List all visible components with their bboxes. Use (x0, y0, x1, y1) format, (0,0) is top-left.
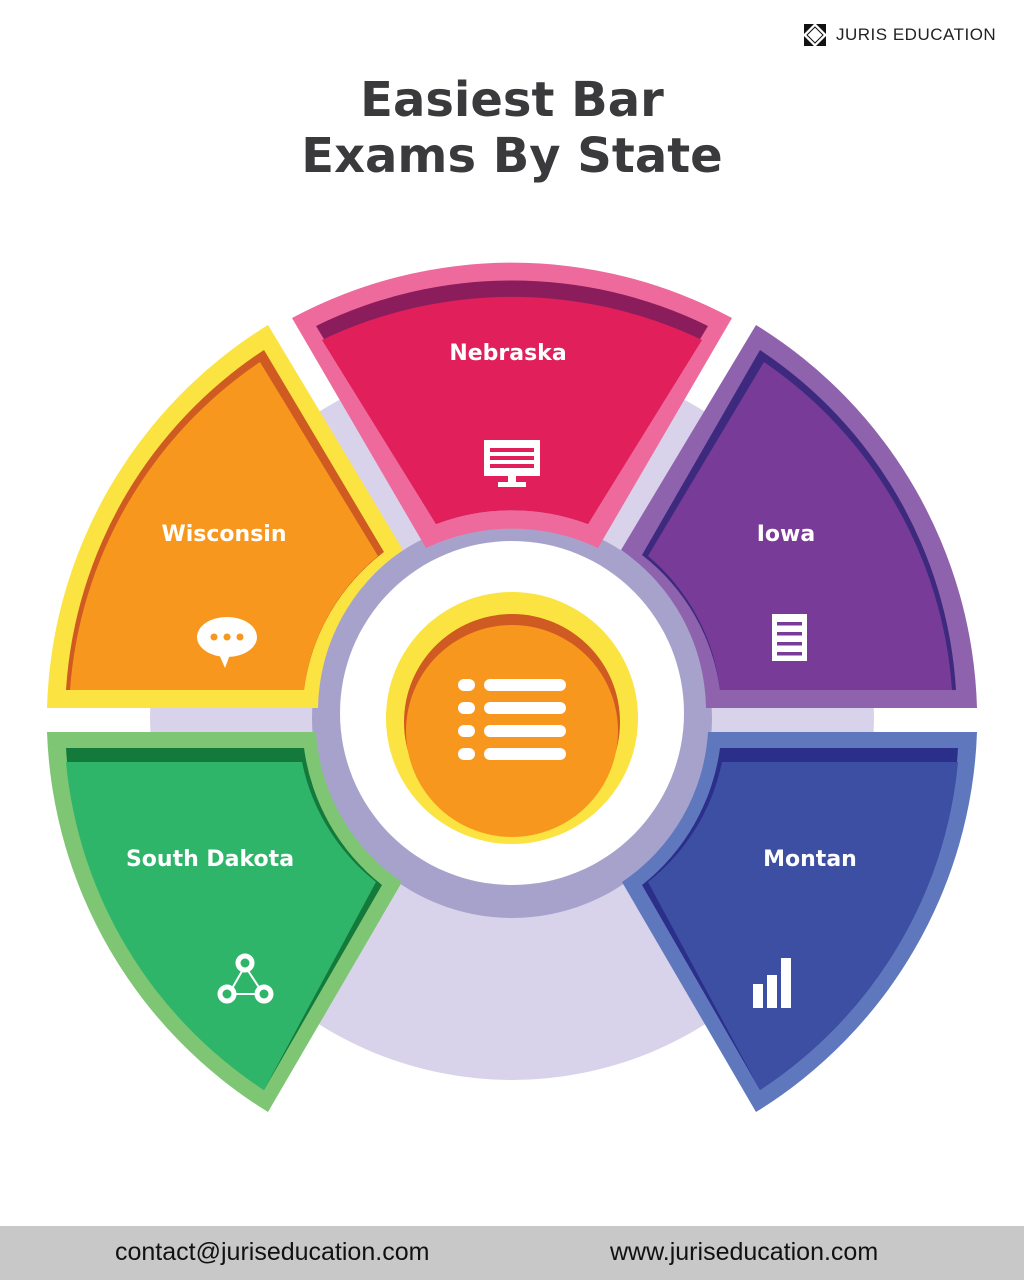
segment-montan[interactable]: Montan (622, 732, 977, 1112)
chat-bubble-icon (197, 617, 257, 668)
juris-logo-icon (804, 24, 826, 46)
network-icon (217, 953, 274, 1004)
footer-website-link[interactable]: www.juriseducation.com (610, 1238, 879, 1266)
brand-name: JURIS EDUCATION (836, 25, 997, 44)
list-icon (458, 679, 566, 760)
footer-email-link[interactable]: contact@juriseducation.com (115, 1238, 430, 1266)
segment-label-iowa: Iowa (757, 522, 815, 547)
footer-bar: contact@juriseducation.com www.juriseduc… (0, 1226, 1024, 1280)
segment-south-dakota[interactable]: South Dakota (47, 732, 402, 1112)
page-title: Easiest Bar Exams By State (0, 72, 1024, 184)
segment-label-nebraska: Nebraska (449, 341, 566, 366)
segment-wisconsin[interactable]: Wisconsin (47, 325, 403, 708)
title-line-2: Exams By State (301, 128, 723, 184)
segment-label-south-dakota: South Dakota (126, 847, 294, 872)
segment-nebraska[interactable]: Nebraska (292, 262, 732, 548)
segment-label-montan: Montan (763, 847, 857, 872)
brand-logo: JURIS EDUCATION (802, 22, 996, 48)
center-hub (386, 592, 638, 844)
bar-chart-icon (753, 958, 791, 1008)
document-icon (772, 614, 807, 661)
monitor-icon (484, 440, 540, 487)
segment-iowa[interactable]: Iowa (621, 325, 977, 708)
title-line-1: Easiest Bar (360, 72, 664, 128)
segment-label-wisconsin: Wisconsin (161, 522, 286, 547)
